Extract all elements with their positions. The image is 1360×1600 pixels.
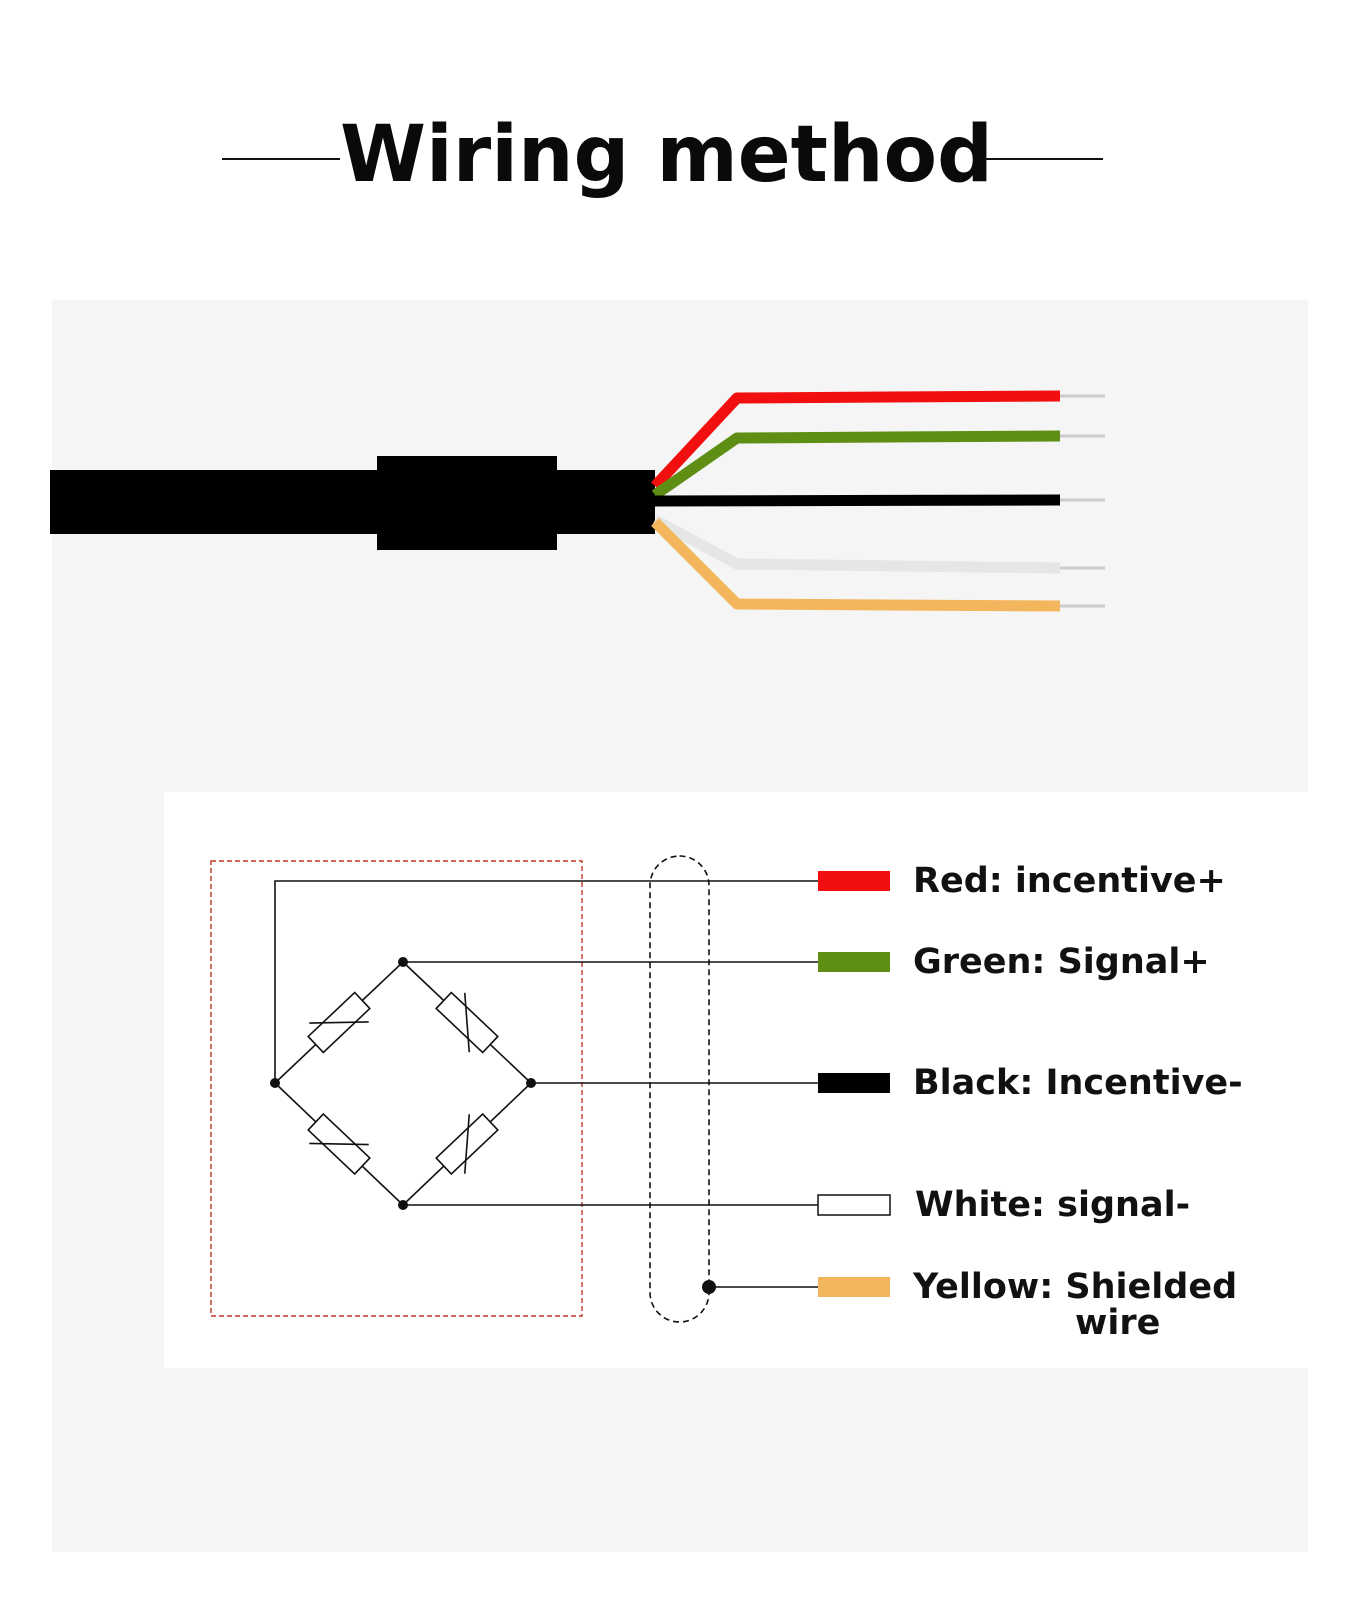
- cable-jacket: [50, 470, 655, 534]
- wire-tips: [1060, 394, 1105, 608]
- legend-swatch-green: [818, 952, 890, 972]
- legend-label-black: Black: Incentive-: [913, 1063, 1243, 1103]
- sensor-boundary-dashed: [210, 860, 583, 1317]
- strain-gauge-3: [307, 1112, 371, 1176]
- strain-gauge-4: [435, 1112, 499, 1176]
- wire-yellow: [651, 518, 1061, 612]
- legend-swatches: [817, 871, 891, 1297]
- schematic-panel: [164, 792, 1308, 1368]
- strain-gauge-1: [307, 991, 371, 1054]
- wire-white: [652, 515, 1061, 574]
- legend-label-white: White: signal-: [915, 1185, 1191, 1225]
- bridge-schematic: [210, 855, 818, 1323]
- legend-label-red: Red: incentive+: [913, 861, 1226, 901]
- title-rule-right: [985, 158, 1103, 160]
- legend-label-green: Green: Signal+: [913, 942, 1210, 982]
- node-top: [398, 957, 408, 967]
- node-left: [270, 1078, 280, 1088]
- title-rule-left: [222, 158, 340, 160]
- wire-trace-red: [274, 880, 818, 1083]
- node-bottom: [398, 1200, 408, 1210]
- legend-label-yellow: Yellow: Shielded: [913, 1267, 1238, 1307]
- cable-shield-dashed: [649, 855, 710, 1323]
- page-title: Wiring method: [340, 110, 993, 200]
- legend-swatch-white: [817, 1194, 891, 1216]
- wire-green: [651, 430, 1061, 500]
- title-block: Wiring method: [0, 100, 1360, 210]
- legend-swatch-yellow: [818, 1277, 890, 1297]
- cable-illustration: [50, 390, 1105, 612]
- strain-gauge-2: [435, 991, 499, 1054]
- wire-red: [650, 390, 1061, 490]
- node-right: [526, 1078, 536, 1088]
- bridge-diamond: [273, 960, 533, 1207]
- node-shield: [702, 1280, 716, 1294]
- wire-black: [654, 494, 1061, 507]
- legend-swatch-red: [818, 871, 890, 891]
- legend-swatch-black: [818, 1073, 890, 1093]
- cable-sleeve: [377, 456, 557, 550]
- legend-label-yellow-line2: wire: [1075, 1303, 1161, 1343]
